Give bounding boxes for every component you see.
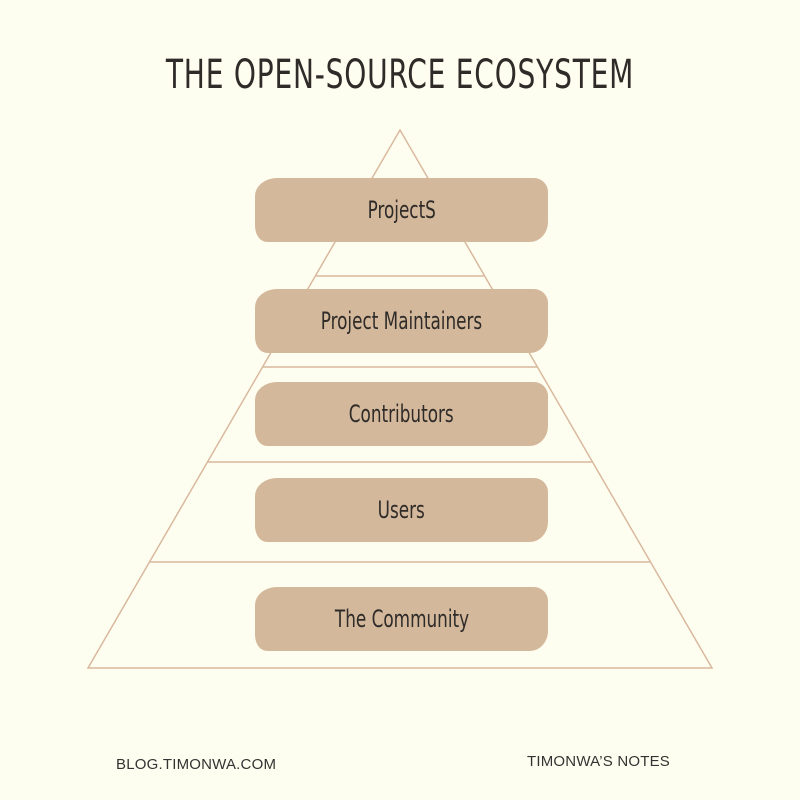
level-label: ProjectS bbox=[367, 196, 436, 224]
footer-blog-url: BLOG.TIMONWA.COM bbox=[116, 756, 277, 773]
footer-brand: TIMONWA’S NOTES bbox=[527, 753, 670, 770]
level-label: Contributors bbox=[349, 400, 454, 428]
pyramid-level-community: The Community bbox=[255, 587, 548, 651]
pyramid-level-users: Users bbox=[255, 478, 548, 542]
pyramid-level-projects: ProjectS bbox=[255, 178, 548, 242]
pyramid-level-contributors: Contributors bbox=[255, 382, 548, 446]
page-title: THE OPEN-SOURCE ECOSYSTEM bbox=[165, 52, 635, 98]
level-label: The Community bbox=[334, 605, 469, 633]
level-label: Project Maintainers bbox=[320, 307, 483, 335]
pyramid-level-maintainers: Project Maintainers bbox=[255, 289, 548, 353]
level-label: Users bbox=[377, 496, 426, 524]
